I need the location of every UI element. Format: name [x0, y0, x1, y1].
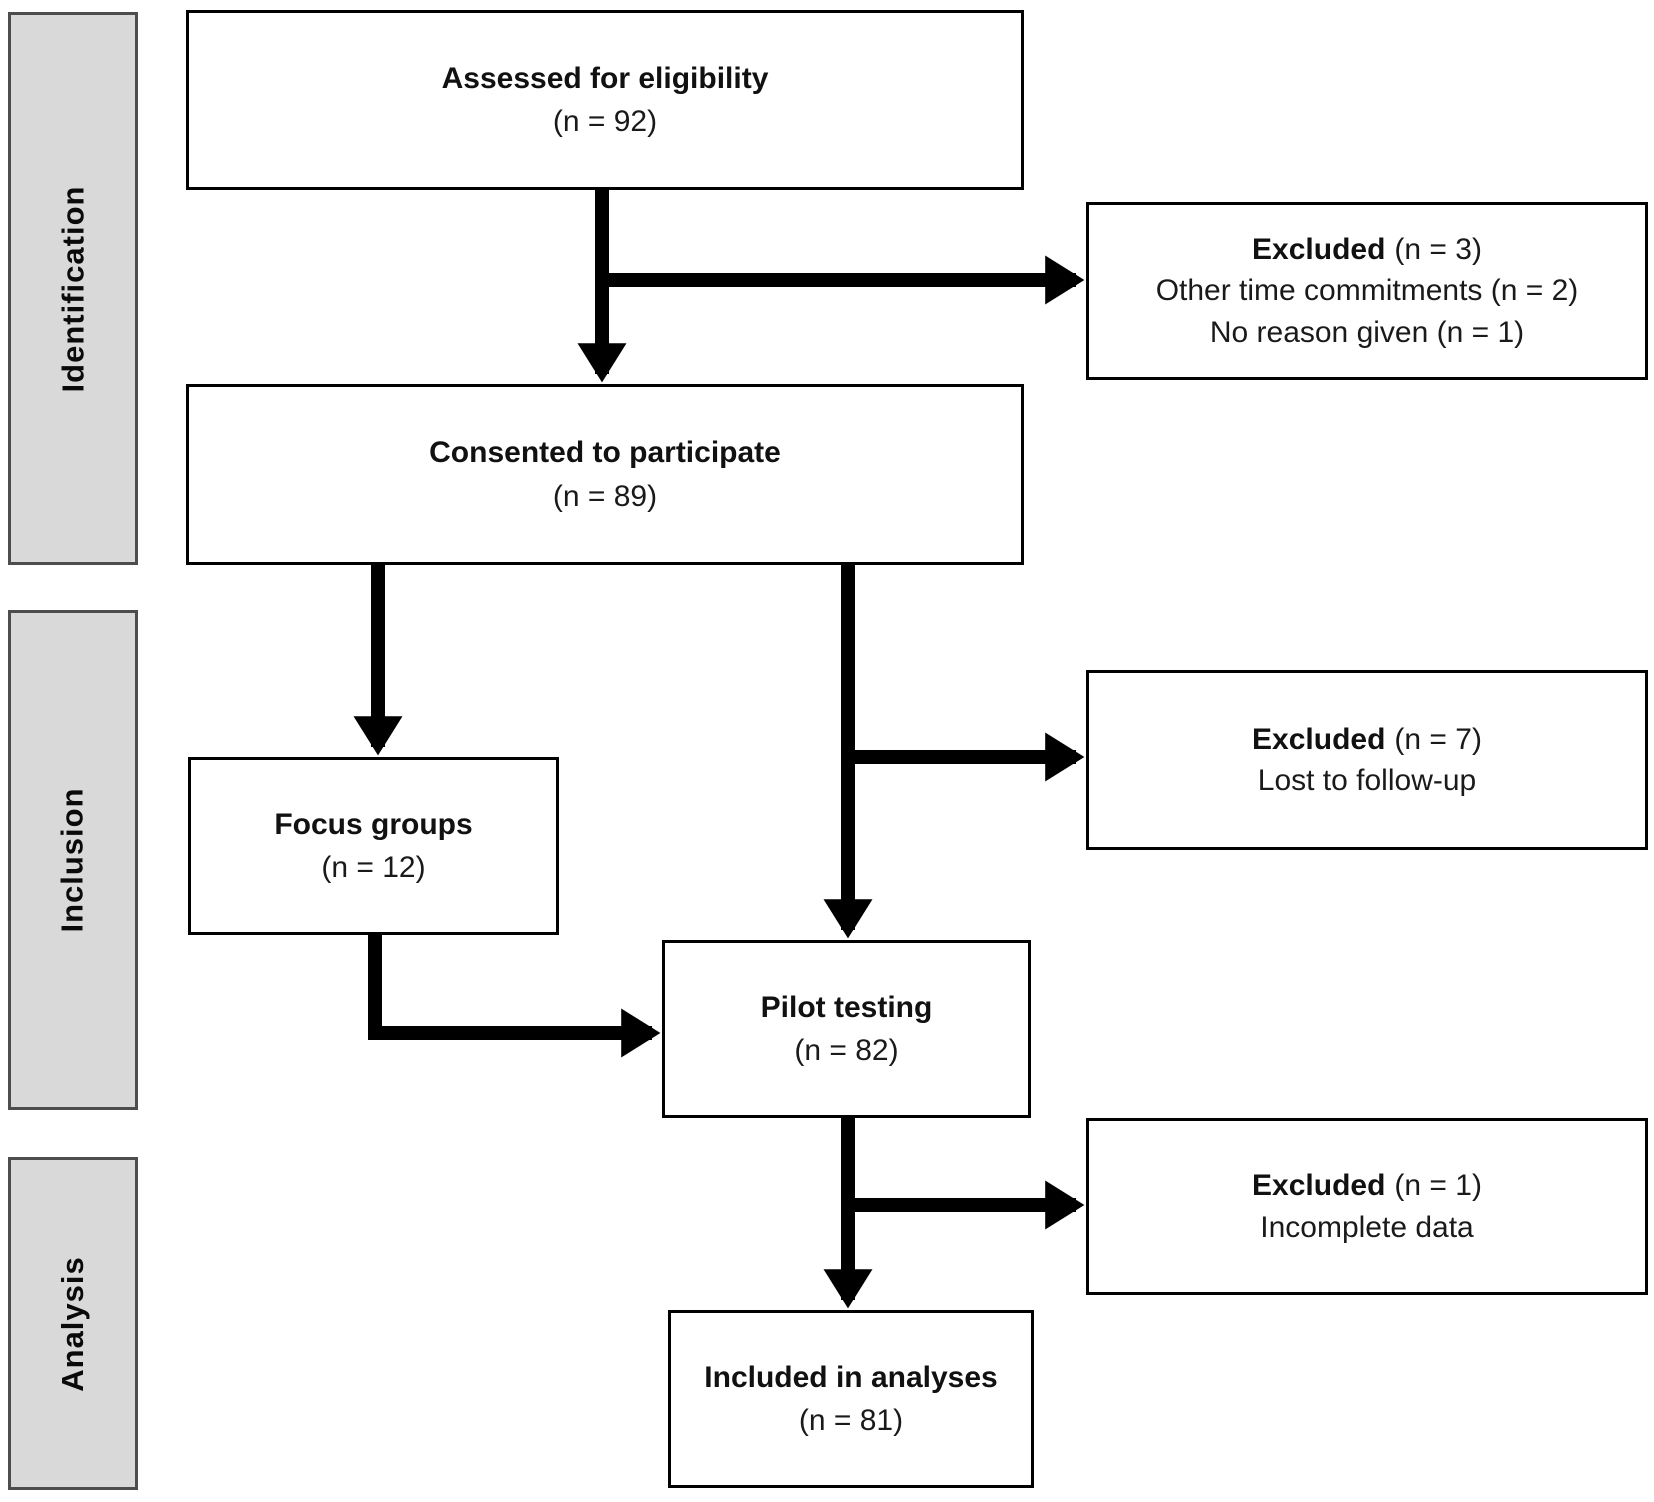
excluded-eligibility-title: Excluded	[1252, 232, 1386, 266]
excluded-incomplete-n: (n = 1)	[1394, 1169, 1482, 1203]
stage-inclusion-label: Inclusion	[55, 787, 91, 933]
excluded-followup-reason: Lost to follow-up	[1257, 764, 1477, 797]
assessed-title: Assessed for eligibility	[441, 61, 769, 95]
excluded-eligibility-reason: No reason given (n = 1)	[1209, 315, 1525, 349]
focus-groups-n: (n = 12)	[321, 851, 426, 884]
stage-identification-label: Identification	[55, 185, 91, 392]
assessed-box: Assessed for eligibility (n = 92)	[186, 10, 1024, 190]
excluded-eligibility-n: (n = 3)	[1394, 232, 1482, 266]
stage-identification: Identification	[8, 12, 138, 565]
excluded-incomplete-reason: Incomplete data	[1260, 1210, 1474, 1244]
arrow-focus-groups-to-pilot	[368, 935, 661, 1058]
stage-analysis: Analysis	[8, 1157, 138, 1490]
excluded-followup-box: Excluded (n = 7) Lost to follow-up	[1086, 670, 1648, 850]
included-box: Included in analyses (n = 81)	[668, 1310, 1034, 1488]
pilot-testing-box: Pilot testing (n = 82)	[662, 940, 1031, 1118]
focus-groups-title: Focus groups	[274, 807, 473, 841]
excluded-incomplete-title: Excluded	[1252, 1169, 1386, 1203]
pilot-testing-n: (n = 82)	[794, 1034, 899, 1067]
excluded-followup-heading: Excluded (n = 7)	[1252, 719, 1482, 760]
excluded-incomplete-box: Excluded (n = 1) Incomplete data	[1086, 1118, 1648, 1295]
excluded-eligibility-box: Excluded (n = 3) Other time commitments …	[1086, 202, 1648, 380]
consented-n: (n = 89)	[552, 479, 658, 513]
excluded-followup-n: (n = 7)	[1394, 722, 1482, 756]
excluded-eligibility-heading: Excluded (n = 3)	[1252, 229, 1482, 270]
stage-analysis-label: Analysis	[55, 1255, 91, 1392]
excluded-incomplete-heading: Excluded (n = 1)	[1252, 1165, 1482, 1206]
included-n: (n = 81)	[798, 1404, 904, 1437]
consented-box: Consented to participate (n = 89)	[186, 384, 1024, 565]
focus-groups-box: Focus groups (n = 12)	[188, 757, 559, 935]
stage-inclusion: Inclusion	[8, 610, 138, 1110]
consented-title: Consented to participate	[429, 436, 781, 469]
assessed-n: (n = 92)	[552, 105, 658, 138]
included-title: Included in analyses	[704, 1360, 998, 1394]
excluded-followup-title: Excluded	[1252, 722, 1386, 756]
excluded-eligibility-reason: Other time commitments (n = 2)	[1155, 274, 1579, 308]
pilot-testing-title: Pilot testing	[760, 990, 933, 1024]
